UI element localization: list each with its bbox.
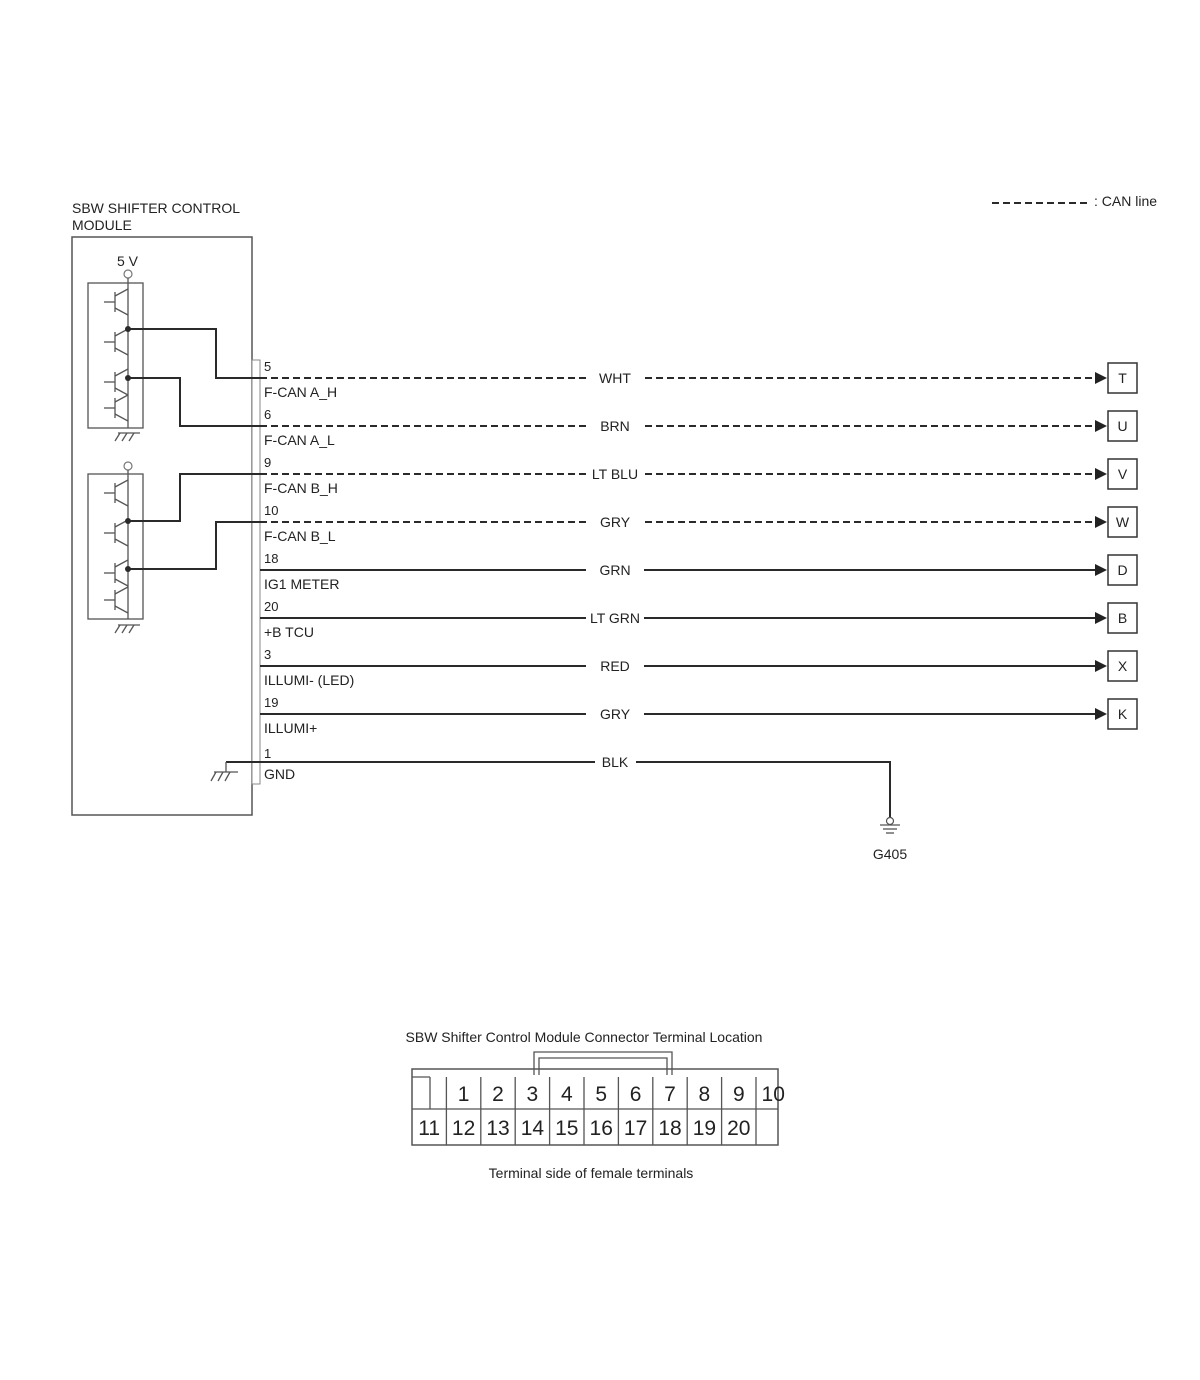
connector-pin: 11 — [418, 1117, 440, 1140]
connector-pin: 4 — [561, 1083, 573, 1106]
destination-terminal — [1107, 698, 1138, 730]
wire-signal: F-CAN A_H — [264, 384, 337, 400]
destination-terminal — [1107, 602, 1138, 634]
wire-row: 6F-CAN A_L BRN U — [260, 407, 1138, 448]
connector-pin: 10 — [762, 1083, 785, 1106]
connector-pin: 18 — [658, 1117, 681, 1140]
arrow-icon — [1095, 660, 1107, 672]
wire-color: GRY — [600, 514, 631, 530]
connector-pin: 20 — [727, 1117, 750, 1140]
wire-signal: ILLUMI- (LED) — [264, 672, 354, 688]
wire-pin: 20 — [264, 599, 278, 614]
connector-pin: 13 — [486, 1117, 509, 1140]
legend: : CAN line — [992, 193, 1157, 209]
legend-label: : CAN line — [1094, 193, 1157, 209]
destination-terminal — [1107, 554, 1138, 586]
module-box — [71, 236, 253, 816]
connector-pin: 15 — [555, 1117, 578, 1140]
wire-color: WHT — [599, 370, 631, 386]
arrow-icon — [1095, 372, 1107, 384]
module-ground — [210, 761, 260, 782]
ground-point-icon — [885, 816, 895, 826]
wire-signal: F-CAN B_H — [264, 480, 338, 496]
destination-label: T — [1118, 370, 1127, 386]
wire-row: 20 +B TCU LT GRN B — [260, 599, 1138, 640]
arrow-icon — [1095, 708, 1107, 720]
can-transceiver-b — [87, 461, 144, 634]
destination-terminal — [1107, 362, 1138, 394]
connector-pin: 19 — [693, 1117, 716, 1140]
wires: 5F-CAN A_H WHT T 6F-CAN A_L BRN U 9F-CAN B_H LT… — [260, 359, 1138, 736]
ground-wire: 1 GND BLK G405 — [260, 746, 907, 862]
destination-label: U — [1117, 418, 1127, 434]
wire-pin-ground: 1 — [264, 746, 271, 761]
wire-color: LT GRN — [590, 610, 640, 626]
wire-color: BRN — [600, 418, 630, 434]
module-connector-strip — [251, 359, 261, 785]
arrow-icon — [1095, 612, 1107, 624]
connector-pin: 12 — [452, 1117, 475, 1140]
connector-diagram: SBW Shifter Control Module Connector Ter… — [406, 1029, 785, 1181]
wire-pin: 3 — [264, 647, 271, 662]
connector-pin: 1 — [458, 1083, 470, 1106]
ground-label: G405 — [873, 846, 907, 862]
destination-terminal — [1107, 410, 1138, 442]
connector-pin: 14 — [521, 1117, 545, 1140]
wire-pin: 10 — [264, 503, 278, 518]
arrow-icon — [1095, 468, 1107, 480]
wire-row: 9F-CAN B_H LT BLU V — [260, 455, 1138, 496]
supply-terminal — [123, 269, 133, 279]
wire-pin: 6 — [264, 407, 271, 422]
connector-pin: 17 — [624, 1117, 647, 1140]
wire-signal: ILLUMI+ — [264, 720, 317, 736]
destination-terminal — [1107, 458, 1138, 490]
wire-color: RED — [600, 658, 630, 674]
wire-pin: 18 — [264, 551, 278, 566]
connector-pin: 7 — [664, 1083, 676, 1106]
module-title-line1: SBW SHIFTER CONTROL — [72, 200, 240, 216]
destination-terminal — [1107, 506, 1138, 538]
wire-signal: F-CAN B_L — [264, 528, 336, 544]
destination-label: K — [1118, 706, 1128, 722]
wire-signal: +B TCU — [264, 624, 314, 640]
module-title-line2: MODULE — [72, 217, 132, 233]
destination-label: V — [1118, 466, 1128, 482]
destination-label: B — [1118, 610, 1127, 626]
wire-pin: 19 — [264, 695, 278, 710]
supply-label: 5 V — [117, 253, 139, 269]
connector-pin: 3 — [527, 1083, 539, 1106]
wire-pin: 9 — [264, 455, 271, 470]
arrow-icon — [1095, 564, 1107, 576]
connector-pin: 2 — [492, 1083, 504, 1106]
wire-signal-ground: GND — [264, 766, 295, 782]
connector-title: SBW Shifter Control Module Connector Ter… — [406, 1029, 763, 1045]
destination-terminal — [1107, 650, 1138, 682]
connector-pin: 5 — [595, 1083, 607, 1106]
destination-label: W — [1116, 514, 1130, 530]
wire-color: GRY — [600, 706, 631, 722]
wire-signal: IG1 METER — [264, 576, 339, 592]
destination-label: X — [1118, 658, 1128, 674]
wire-row: 10F-CAN B_L GRY W — [260, 503, 1138, 544]
wire-color: GRN — [599, 562, 630, 578]
wire-signal: F-CAN A_L — [264, 432, 335, 448]
connector-pin: 9 — [733, 1083, 745, 1106]
connector-caption: Terminal side of female terminals — [489, 1165, 694, 1181]
arrow-icon — [1095, 420, 1107, 432]
wire-pin: 5 — [264, 359, 271, 374]
connector-pin: 6 — [630, 1083, 642, 1106]
wire-color: LT BLU — [592, 466, 638, 482]
wire-row: 5F-CAN A_H WHT T — [260, 359, 1138, 400]
internal-wiring — [125, 326, 260, 572]
connector-pin: 8 — [699, 1083, 711, 1106]
arrow-icon — [1095, 516, 1107, 528]
connector-pin: 16 — [590, 1117, 613, 1140]
wire-color-ground: BLK — [602, 754, 629, 770]
destination-label: D — [1117, 562, 1127, 578]
